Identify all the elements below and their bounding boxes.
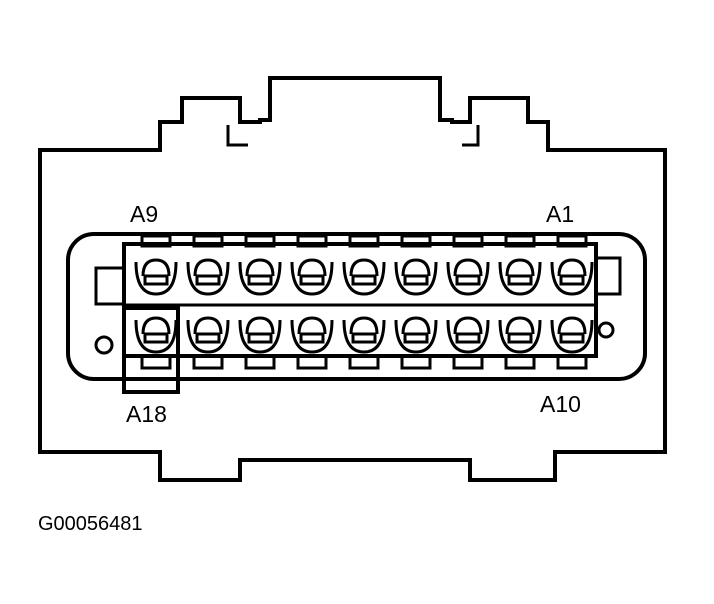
- terminal-cavity: [550, 316, 594, 354]
- terminal-cavity: [186, 316, 230, 354]
- terminal-group: [134, 234, 594, 370]
- terminal-cavity: [238, 258, 282, 296]
- top-tab: [452, 234, 484, 248]
- right-polarization-post: [597, 321, 615, 339]
- terminal-cavity: [290, 258, 334, 296]
- bottom-tab: [348, 354, 380, 370]
- terminal-cavity: [342, 316, 386, 354]
- terminal-cavity: [498, 258, 542, 296]
- label-a1: A1: [546, 201, 574, 227]
- top-tab: [244, 234, 276, 248]
- terminal-cavity: [446, 258, 490, 296]
- terminal-cavity: [238, 316, 282, 354]
- terminal-cavity: [186, 258, 230, 296]
- terminal-cavity: [498, 316, 542, 354]
- terminal-cavity: [446, 316, 490, 354]
- terminal-cavity: [342, 258, 386, 296]
- bottom-tab: [192, 354, 224, 370]
- label-a18: A18: [126, 401, 167, 427]
- connector-housing: [38, 76, 667, 482]
- bottom-tab: [244, 354, 276, 370]
- latch-inner-right: [462, 125, 480, 147]
- top-tab: [192, 234, 224, 248]
- left-key: [94, 266, 126, 306]
- bottom-tab: [504, 354, 536, 370]
- latch-inner-left: [226, 125, 248, 147]
- top-tab: [400, 234, 432, 248]
- top-tab: [140, 234, 172, 248]
- terminal-cavity: [290, 316, 334, 354]
- top-tab: [504, 234, 536, 248]
- top-tab: [556, 234, 588, 248]
- pin-field-frame: [66, 232, 647, 381]
- terminal-cavity: [394, 316, 438, 354]
- top-tab: [296, 234, 328, 248]
- terminal-cavity: [134, 258, 178, 296]
- bottom-tab: [556, 354, 588, 370]
- label-a10: A10: [540, 391, 581, 417]
- label-a9: A9: [130, 201, 158, 227]
- terminal-cavity: [394, 258, 438, 296]
- bottom-tab: [140, 354, 172, 370]
- pin-a18-highlight: [122, 306, 180, 394]
- terminal-cavity: [550, 258, 594, 296]
- right-key: [594, 256, 622, 296]
- top-tab: [348, 234, 380, 248]
- bottom-tab: [296, 354, 328, 370]
- bottom-tab: [452, 354, 484, 370]
- left-polarization-post: [94, 335, 114, 355]
- figure-id: G00056481: [38, 513, 143, 535]
- bottom-tab: [400, 354, 432, 370]
- terminal-cavity: [134, 316, 178, 354]
